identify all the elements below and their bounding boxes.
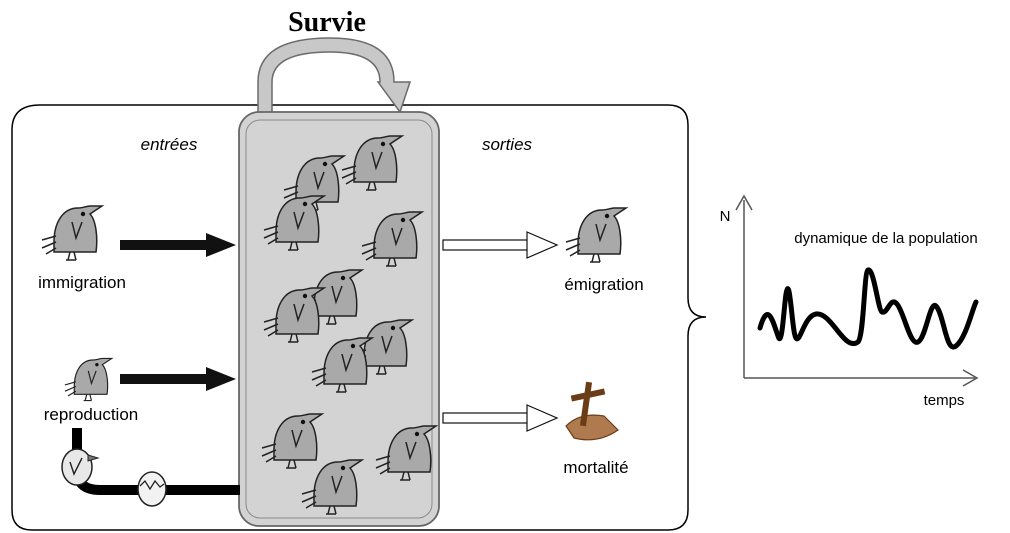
survival-loop-arrow bbox=[257, 37, 412, 119]
immigration-arrow bbox=[120, 233, 236, 257]
immigration-label: immigration bbox=[38, 273, 126, 292]
emigration-label: émigration bbox=[564, 275, 643, 294]
population-dynamics-graph: N temps dynamique de la population bbox=[720, 194, 979, 409]
reproduction-label: reproduction bbox=[44, 405, 139, 424]
graph-x-label: temps bbox=[924, 392, 965, 409]
mortality-label: mortalité bbox=[563, 458, 628, 477]
reproduction-arrow bbox=[120, 367, 236, 391]
mortality-arrow bbox=[442, 404, 559, 432]
survival-title: Survie bbox=[288, 7, 366, 38]
population-curve bbox=[757, 267, 979, 350]
egg-icon bbox=[61, 448, 100, 486]
emigration-bird-icon bbox=[565, 207, 627, 263]
system-frame bbox=[11, 104, 707, 531]
outputs-label: sorties bbox=[482, 135, 533, 154]
emigration-arrow bbox=[442, 231, 559, 259]
immigration-bird-icon bbox=[41, 205, 103, 261]
graph-title: dynamique de la population bbox=[794, 230, 977, 247]
graph-y-label: N bbox=[720, 208, 731, 225]
egg-icon bbox=[137, 471, 167, 507]
reproduction-bird-icon bbox=[64, 357, 113, 402]
inputs-label: entrées bbox=[141, 135, 198, 154]
grave-cross-icon bbox=[565, 381, 619, 441]
